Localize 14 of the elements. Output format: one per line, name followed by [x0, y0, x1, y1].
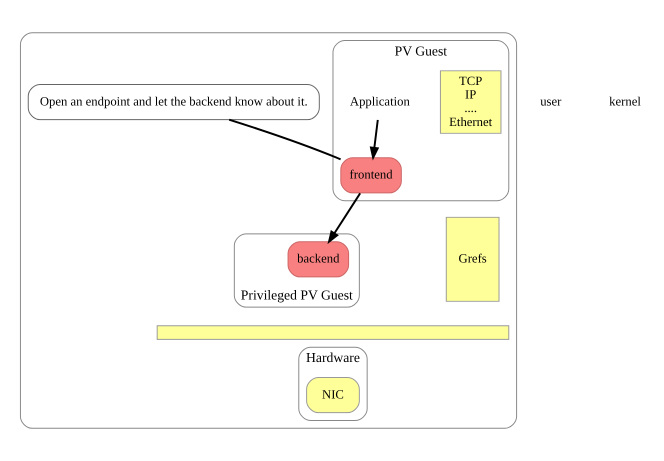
node-box: NIC: [306, 377, 360, 414]
node-box: Open an endpoint and let the backend know about it.: [28, 84, 320, 120]
label: user: [540, 94, 562, 108]
node-text: Application: [350, 94, 410, 108]
node-box: Grefs: [446, 216, 500, 302]
label: kernel: [609, 94, 641, 108]
node-box: backend: [288, 241, 350, 278]
node-bar: [156, 325, 510, 340]
arrow: [327, 192, 361, 244]
arrow: [370, 120, 380, 160]
node-box: frontend: [340, 157, 402, 194]
node-box: TCP IP .... Ethernet: [440, 70, 502, 134]
connector: [228, 118, 341, 160]
cluster: [20, 32, 518, 429]
